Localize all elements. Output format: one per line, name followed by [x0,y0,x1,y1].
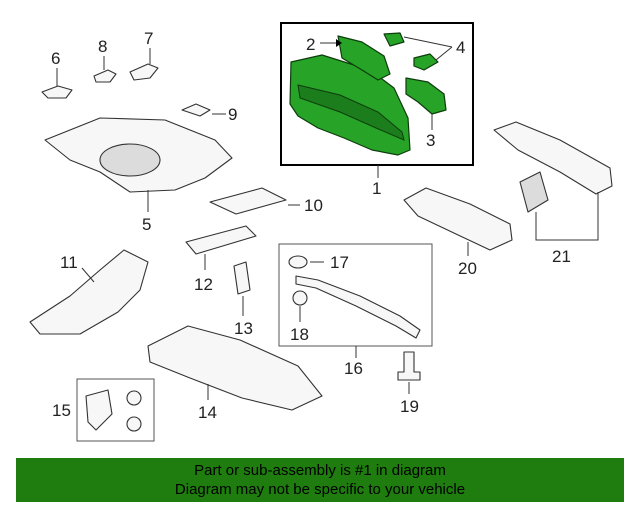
part-15-frame [76,378,155,442]
callout-3: 3 [426,131,435,150]
part-18-clip[interactable] [292,290,308,306]
part-13-bracket[interactable] [233,261,251,295]
banner-line-part: Part or sub-assembly is #1 in diagram [194,462,446,479]
part-1-panel-rib [297,84,405,141]
part-1-group[interactable] [280,22,474,178]
banner-line-disclaimer: Diagram may not be specific to your vehi… [174,481,466,498]
part-19-bolt[interactable] [397,351,421,381]
part-15-nut-lower[interactable] [126,416,142,432]
part-21-bracket[interactable] [519,171,549,213]
callout-1: 1 [372,179,381,198]
callout-7: 7 [144,29,153,48]
part-15-nut-upper[interactable] [126,390,142,406]
callout-18: 18 [290,325,309,344]
part-12-channel[interactable] [185,225,257,255]
part-3-bracket[interactable] [405,77,447,115]
part-5-spare-well [99,143,161,177]
part-14-floor-panel[interactable] [147,325,323,411]
callout-14: 14 [198,403,217,422]
callout-9: 9 [228,105,237,124]
part-21-crossmember[interactable] [493,121,613,195]
part-17-grommet[interactable] [288,255,308,269]
part-20-crossmember[interactable] [403,187,513,251]
part-5-group[interactable] [44,117,233,212]
part-11-side-rail[interactable] [29,249,149,335]
part-4-bracket-upper[interactable] [383,32,405,47]
part-16-cable[interactable] [295,275,421,339]
callout-10: 10 [304,196,323,215]
callout-17: 17 [330,253,349,272]
part-info-banner: Part or sub-assembly is #1 in diagram Di… [16,458,624,502]
callout-15: 15 [52,401,71,420]
callout-11: 11 [60,253,78,272]
callout-19: 19 [400,397,419,416]
callout-4: 4 [456,38,465,57]
parts-diagram: 1 2 3 4 5 6 7 8 9 10 11 12 13 14 15 16 1… [29,22,613,442]
part-8-bracket[interactable] [93,69,117,83]
callout-20: 20 [458,259,477,278]
part-10-plate[interactable] [209,187,287,215]
part-2-bracket[interactable] [337,35,391,81]
callout-12: 12 [194,275,213,294]
callout-13: 13 [234,319,253,338]
callout-2: 2 [306,35,315,54]
part-9-bracket[interactable] [181,103,211,117]
part-7-bracket[interactable] [129,63,159,81]
callout-16: 16 [344,359,363,378]
callout-8: 8 [98,37,107,56]
part-4-bracket-lower[interactable] [413,53,439,71]
part-6-bracket[interactable] [41,85,73,99]
part-15-bracket[interactable] [85,389,113,431]
callout-6: 6 [51,49,60,68]
callout-21: 21 [552,247,571,266]
callout-5: 5 [142,215,151,234]
